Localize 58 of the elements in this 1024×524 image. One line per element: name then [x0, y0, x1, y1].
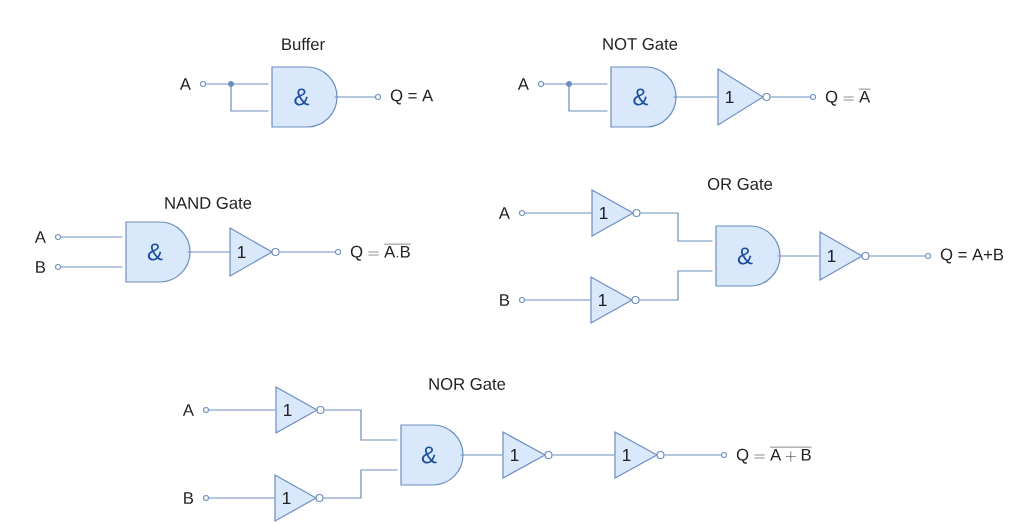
wire: [205, 81, 269, 112]
wire: [639, 270, 713, 301]
wire: [460, 454, 503, 456]
signal-terminal: B: [36, 261, 62, 273]
node-label: $\mathrm{Q} = \overline{\mathrm{A+B}}$: [736, 447, 812, 464]
gate-title: NOR Gate: [429, 378, 506, 390]
signal-terminal: $\mathrm{Q} = \overline{\mathrm{A}}$: [809, 89, 871, 106]
wire: [869, 255, 926, 257]
node-label: A: [517, 78, 529, 90]
signal-terminal: A: [517, 78, 545, 90]
signal-terminal: A: [498, 207, 526, 219]
signal-terminal: Q = A+B: [924, 248, 1004, 264]
wire: [324, 409, 398, 441]
wire: [777, 255, 820, 257]
and-gate: &: [125, 221, 191, 283]
wire: [60, 236, 123, 238]
wire: [524, 212, 592, 214]
gate-title: OR Gate: [707, 178, 773, 190]
node-label: $\mathrm{Q} = \overline{\mathrm{A}}$: [825, 89, 871, 106]
wire: [664, 454, 722, 456]
wire: [524, 299, 591, 301]
signal-terminal: B: [184, 492, 210, 504]
node-label: A: [498, 207, 510, 219]
wire: [640, 212, 713, 242]
node-label: B: [184, 492, 194, 504]
wire: [208, 409, 276, 411]
and-gate: &: [715, 225, 781, 287]
node-label: Q = A: [390, 89, 434, 105]
node-label: A: [179, 78, 191, 90]
signal-terminal: $\mathrm{Q} = \overline{\mathrm{A.B}}$: [334, 244, 411, 261]
node-label: $\mathrm{Q} = \overline{\mathrm{A.B}}$: [350, 244, 411, 261]
wire: [60, 266, 123, 268]
node-label: A: [34, 231, 46, 243]
signal-terminal: Q = A: [374, 89, 434, 105]
node-label: B: [36, 261, 46, 273]
gate-title: Buffer: [282, 37, 325, 51]
node-label: Q = A+B: [940, 248, 1004, 264]
wire: [279, 251, 336, 253]
node-label: A: [182, 404, 194, 416]
signal-terminal: A: [179, 78, 207, 90]
wire: [543, 81, 608, 112]
gate-title: NAND Gate: [165, 197, 252, 209]
wire: [552, 454, 615, 456]
wire: [323, 469, 398, 499]
wire: [673, 96, 718, 98]
gate-title: NOT Gate: [603, 38, 678, 50]
signal-terminal: A: [182, 404, 210, 416]
wire: [334, 96, 376, 98]
node-label: B: [500, 294, 510, 306]
signal-terminal: B: [500, 294, 526, 306]
wire: [187, 251, 230, 253]
wire: [208, 497, 275, 499]
and-gate: &: [271, 66, 338, 128]
signal-terminal: $\mathrm{Q} = \overline{\mathrm{A+B}}$: [720, 447, 812, 464]
wire: [770, 96, 811, 98]
and-gate: &: [400, 424, 464, 486]
and-gate: &: [610, 66, 677, 128]
signal-terminal: A: [34, 231, 62, 243]
